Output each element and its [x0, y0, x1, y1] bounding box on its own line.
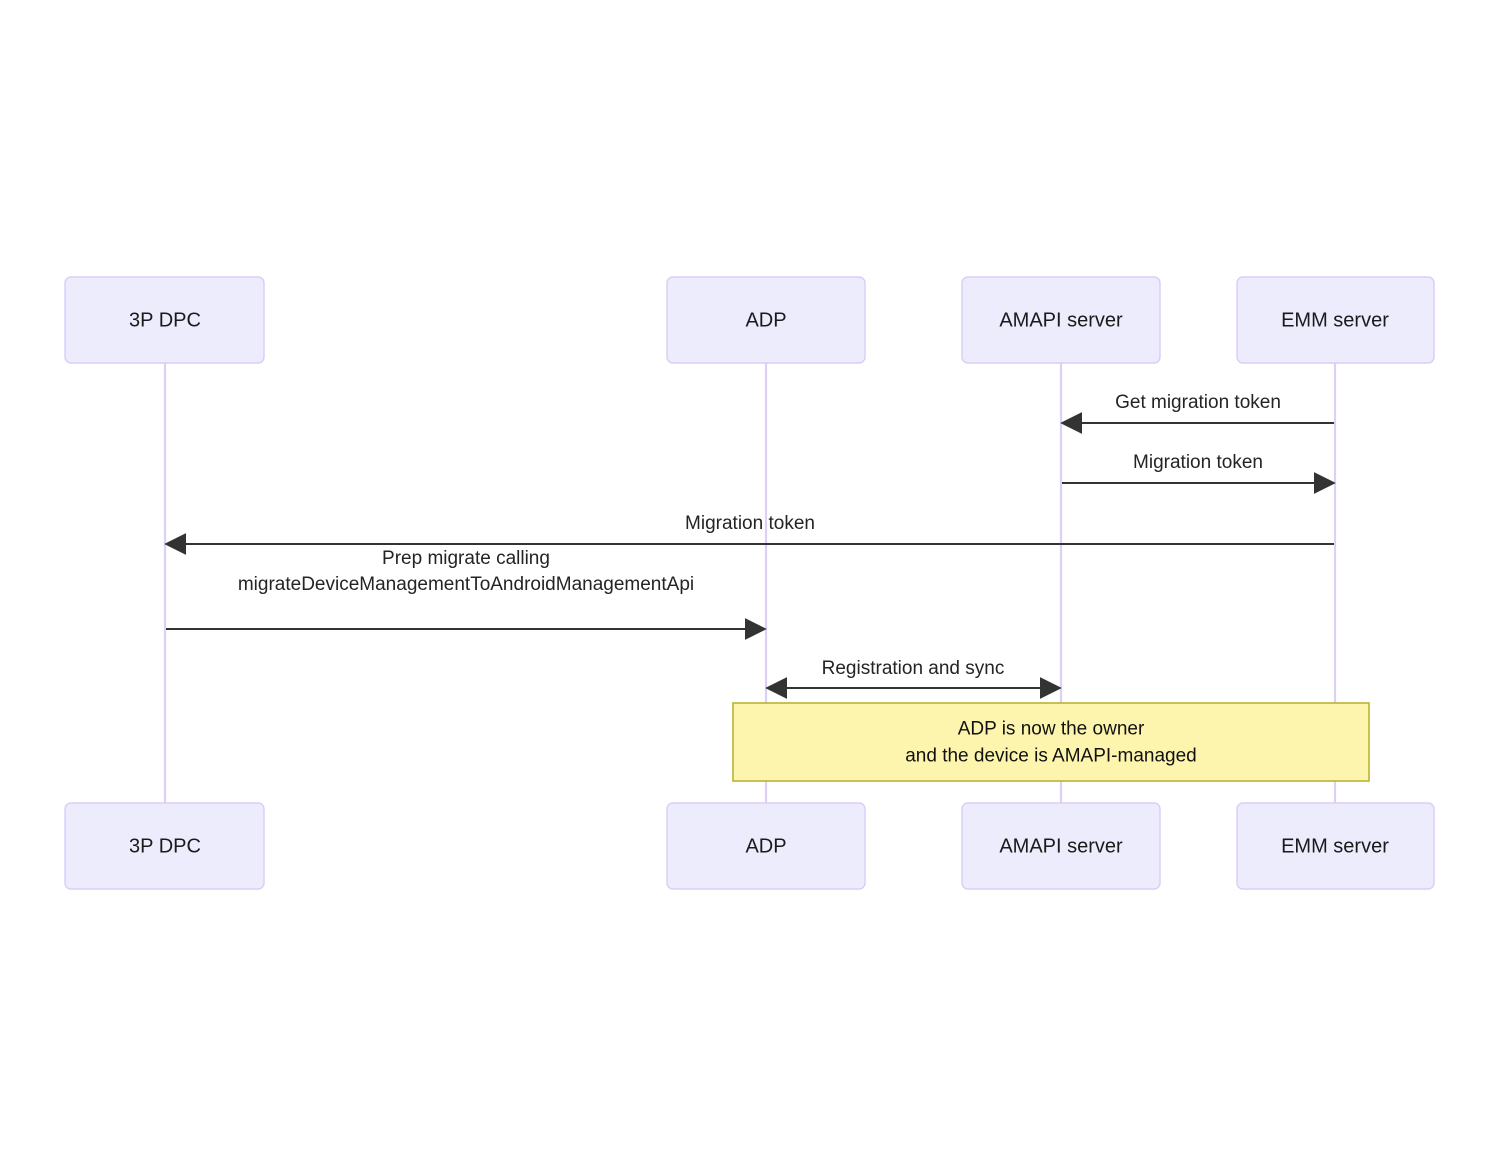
message-label: Migration token [685, 513, 815, 534]
participant-emm-top[interactable]: EMM server [1236, 276, 1435, 364]
participant-label: AMAPI server [999, 309, 1123, 331]
message-m3[interactable]: Migration token [164, 513, 1334, 555]
participant-dpc-bottom[interactable]: 3P DPC [64, 802, 265, 890]
message-m5[interactable]: Registration and sync [765, 658, 1062, 699]
participant-box [1236, 276, 1435, 364]
participant-label: 3P DPC [129, 309, 201, 331]
participant-adp-bottom[interactable]: ADP [666, 802, 866, 890]
participant-amapi-bottom[interactable]: AMAPI server [961, 802, 1161, 890]
message-label: migrateDeviceManagementToAndroidManageme… [238, 574, 694, 595]
message-label: Registration and sync [822, 658, 1005, 679]
participant-label: ADP [745, 835, 786, 857]
participant-label: 3P DPC [129, 835, 201, 857]
participant-emm-bottom[interactable]: EMM server [1236, 802, 1435, 890]
participant-box [64, 276, 265, 364]
participant-box [961, 802, 1161, 890]
note-box [732, 702, 1370, 782]
message-m1[interactable]: Get migration token [1060, 392, 1334, 434]
participant-label: ADP [745, 309, 786, 331]
message-m2[interactable]: Migration token [1062, 452, 1336, 494]
participant-amapi-top[interactable]: AMAPI server [961, 276, 1161, 364]
message-label: Prep migrate calling [382, 548, 550, 569]
participant-box [961, 276, 1161, 364]
participant-box [64, 802, 265, 890]
message-m4[interactable]: Prep migrate calling migrateDeviceManagem… [166, 548, 767, 640]
participant-label: AMAPI server [999, 835, 1123, 857]
message-label: Migration token [1133, 452, 1263, 473]
note-line: ADP is now the owner [958, 719, 1145, 740]
notes-group: ADP is now the owner and the device is AM… [732, 702, 1370, 782]
participant-label: EMM server [1281, 309, 1389, 331]
participant-box [666, 802, 866, 890]
participant-box [1236, 802, 1435, 890]
participant-label: EMM server [1281, 835, 1389, 857]
participant-dpc-top[interactable]: 3P DPC [64, 276, 265, 364]
note-line: and the device is AMAPI-managed [905, 746, 1197, 767]
participant-box [666, 276, 866, 364]
note-note1[interactable]: ADP is now the owner and the device is AM… [732, 702, 1370, 782]
message-label: Get migration token [1115, 392, 1281, 413]
participant-adp-top[interactable]: ADP [666, 276, 866, 364]
